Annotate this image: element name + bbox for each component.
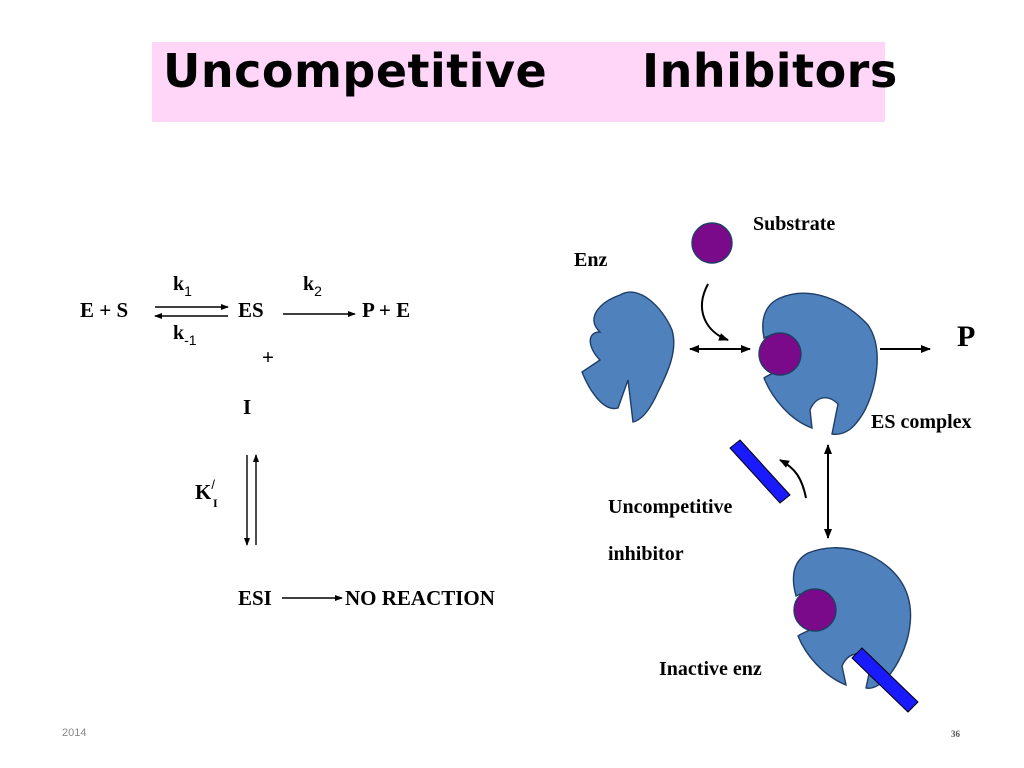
label-substrate: Substrate (753, 213, 836, 235)
free-inhibitor-bar (729, 439, 791, 504)
free-enzyme-shape (581, 291, 675, 423)
title-banner (152, 42, 885, 122)
label-plus: + (262, 345, 274, 369)
label-enz: Enz (574, 249, 608, 271)
label-inhibitor-i: I (243, 395, 252, 419)
inactive-bound-substrate (793, 588, 837, 632)
equilibrium-arrow-es (154, 304, 229, 319)
label-esi: ESI (238, 586, 272, 610)
label-k2: k2 (303, 273, 322, 299)
footer-year: 2014 (62, 727, 87, 739)
label-k-minus1: k-1 (173, 322, 197, 348)
label-inactive-enz: Inactive enz (659, 658, 762, 680)
title-word-inhibitors: Inhibitors (642, 44, 898, 98)
label-es-complex: ES complex (871, 411, 972, 433)
label-e-plus-s: E + S (80, 298, 129, 322)
equilibrium-arrow-esi (244, 454, 259, 546)
label-inhibitor: inhibitor (608, 543, 684, 565)
footer-page-number: 36 (951, 729, 960, 739)
label-p-plus-e: P + E (362, 298, 411, 322)
substrate-binding-arrow (701, 283, 729, 341)
label-es: ES (238, 298, 264, 322)
label-uncompetitive: Uncompetitive (608, 496, 733, 518)
title-word-uncompetitive: Uncompetitive (163, 44, 548, 98)
bound-inhibitor-bar (851, 647, 919, 713)
label-no-reaction: NO REACTION (345, 586, 495, 610)
substrate-circle (691, 222, 733, 264)
label-product-p: P (957, 320, 976, 353)
label-ki: K/I (195, 477, 218, 510)
label-k1: k1 (173, 273, 192, 299)
es-bound-substrate (758, 332, 802, 376)
inhibitor-binding-arrow (779, 459, 807, 499)
